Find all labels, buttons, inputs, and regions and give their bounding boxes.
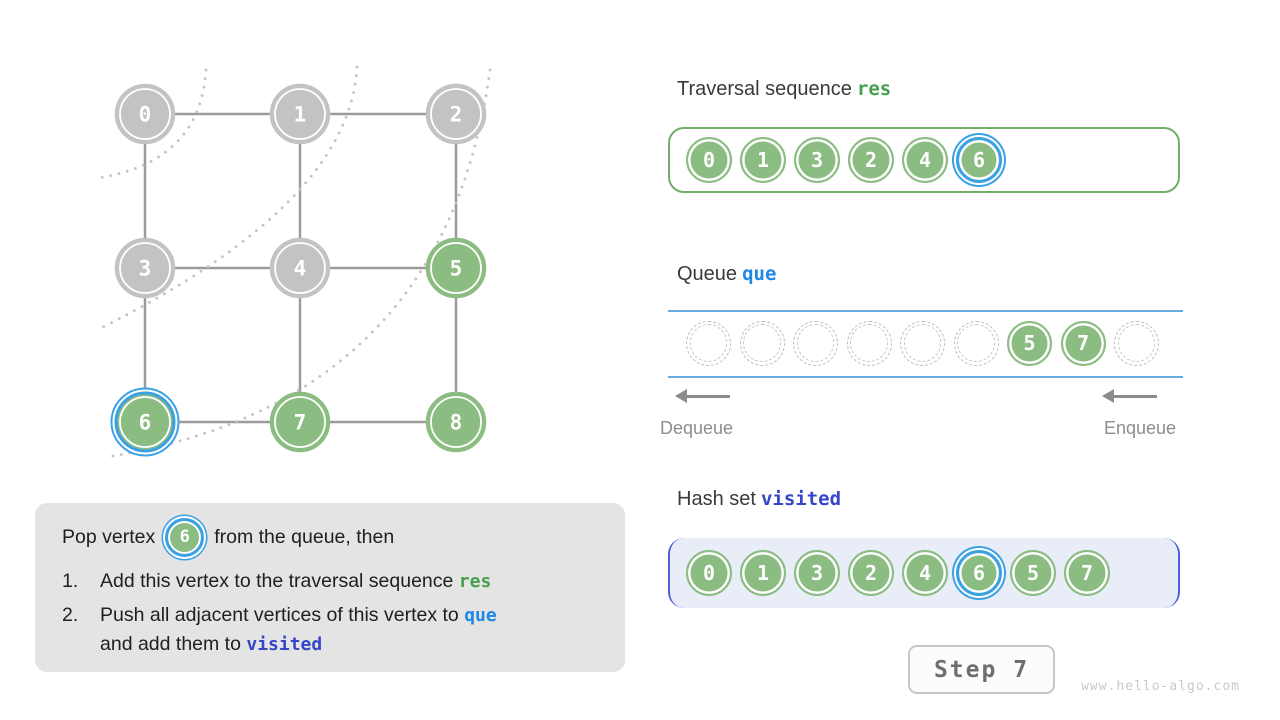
queue-empty-slot: [900, 320, 945, 366]
visited-chip-highlighted: 6: [956, 550, 1002, 596]
step-2-text: Push all adjacent vertices of this verte…: [100, 601, 497, 659]
queue-label: Queue: [677, 263, 738, 285]
visited-chip: 2: [848, 550, 894, 596]
step-2-body-1: Push all adjacent vertices of this verte…: [100, 604, 465, 626]
queue-empty-slot: [793, 320, 838, 366]
bfs-wave-arc-2: [101, 65, 359, 329]
visited-chip: 5: [1010, 550, 1056, 596]
dequeue-arrow-icon: [675, 389, 731, 403]
hashset-label: Hash set: [677, 488, 756, 510]
explanation-step-1: 1. Add this vertex to the traversal sequ…: [62, 567, 607, 596]
watermark-text: www.hello-algo.com: [1081, 679, 1240, 694]
arrow-shaft: [684, 394, 730, 398]
list-number: 1.: [62, 570, 79, 592]
queue-item: 7: [1060, 320, 1106, 366]
traversal-chip: 2: [848, 137, 894, 183]
step-1-body: Add this vertex to the traversal sequenc…: [100, 570, 459, 592]
graph-node-label: 4: [294, 257, 307, 281]
step-indicator: Step 7: [908, 645, 1055, 694]
queue-bottom-line: [668, 376, 1183, 378]
pop-vertex-line: Pop vertex 6 from the queue, then: [62, 516, 607, 558]
explanation-step-2: 2. Push all adjacent vertices of this ve…: [62, 601, 607, 659]
step-1-text: Add this vertex to the traversal sequenc…: [100, 567, 491, 596]
graph-node-label: 6: [139, 411, 152, 435]
arrow-head: [675, 389, 687, 403]
res-code-word: res: [458, 571, 492, 592]
visited-var-name: visited: [760, 488, 842, 510]
queue-empty-slot: [739, 320, 785, 366]
visited-chip: 3: [794, 550, 840, 596]
enqueue-arrow-icon: [1102, 389, 1158, 403]
graph-node-label: 8: [450, 411, 463, 435]
pop-prefix-text: Pop vertex: [62, 525, 156, 548]
graph-node-label: 0: [139, 103, 152, 127]
explanation-box: Pop vertex 6 from the queue, then 1. Add…: [35, 503, 625, 672]
graph-node-0: 0: [114, 83, 176, 145]
graph-node-label: 2: [450, 103, 463, 127]
visited-chip: 0: [686, 550, 732, 596]
graph-node-label: 3: [139, 257, 152, 281]
traversal-chip-highlighted: 6: [956, 137, 1002, 183]
queue-empty-slot: [953, 320, 999, 366]
graph-node-2: 2: [425, 83, 487, 145]
visited-chip: 7: [1064, 550, 1110, 596]
traversal-chip: 4: [902, 137, 948, 183]
graph-node-label: 7: [294, 411, 307, 435]
queue-item: 5: [1007, 320, 1052, 366]
traversal-chip: 3: [794, 137, 840, 183]
arrow-head: [1102, 389, 1114, 403]
queue-empty-slot: [846, 320, 892, 366]
graph-node-6-highlighted: 6: [110, 387, 180, 457]
graph-node-label: 1: [294, 103, 307, 127]
bfs-wave-arc-3: [105, 68, 492, 459]
queue-top-line: [668, 310, 1183, 312]
dequeue-label: Dequeue: [660, 418, 734, 438]
visited-code-word: visited: [246, 634, 323, 655]
traversal-chip: 1: [740, 137, 786, 183]
enqueue-label: Enqueue: [1104, 418, 1177, 438]
graph-node-1: 1: [269, 83, 331, 145]
arrow-shaft: [1111, 394, 1157, 398]
queue-empty-slot: [1114, 320, 1159, 366]
bfs-graph: 0 1 2 3 4 5 6 7 8: [96, 65, 492, 459]
graph-node-4: 4: [269, 237, 331, 299]
traversal-label: Traversal sequence: [677, 78, 852, 100]
list-number: 2.: [62, 604, 79, 626]
que-code-word: que: [464, 605, 497, 626]
res-var-name: res: [856, 78, 892, 100]
visited-chip: 1: [740, 550, 786, 596]
popped-vertex-badge: 6: [165, 517, 205, 557]
pop-suffix-text: from the queue, then: [214, 525, 395, 548]
graph-node-3: 3: [114, 237, 176, 299]
step-2-body-2: and add them to: [100, 633, 247, 655]
que-var-name: que: [742, 263, 777, 285]
graph-node-7: 7: [269, 391, 331, 453]
queue-empty-slot: [686, 320, 731, 366]
traversal-chip: 0: [686, 137, 732, 183]
visited-chip: 4: [902, 550, 948, 596]
graph-node-8: 8: [425, 391, 487, 453]
graph-node-5: 5: [425, 237, 487, 299]
graph-node-label: 5: [450, 257, 463, 281]
